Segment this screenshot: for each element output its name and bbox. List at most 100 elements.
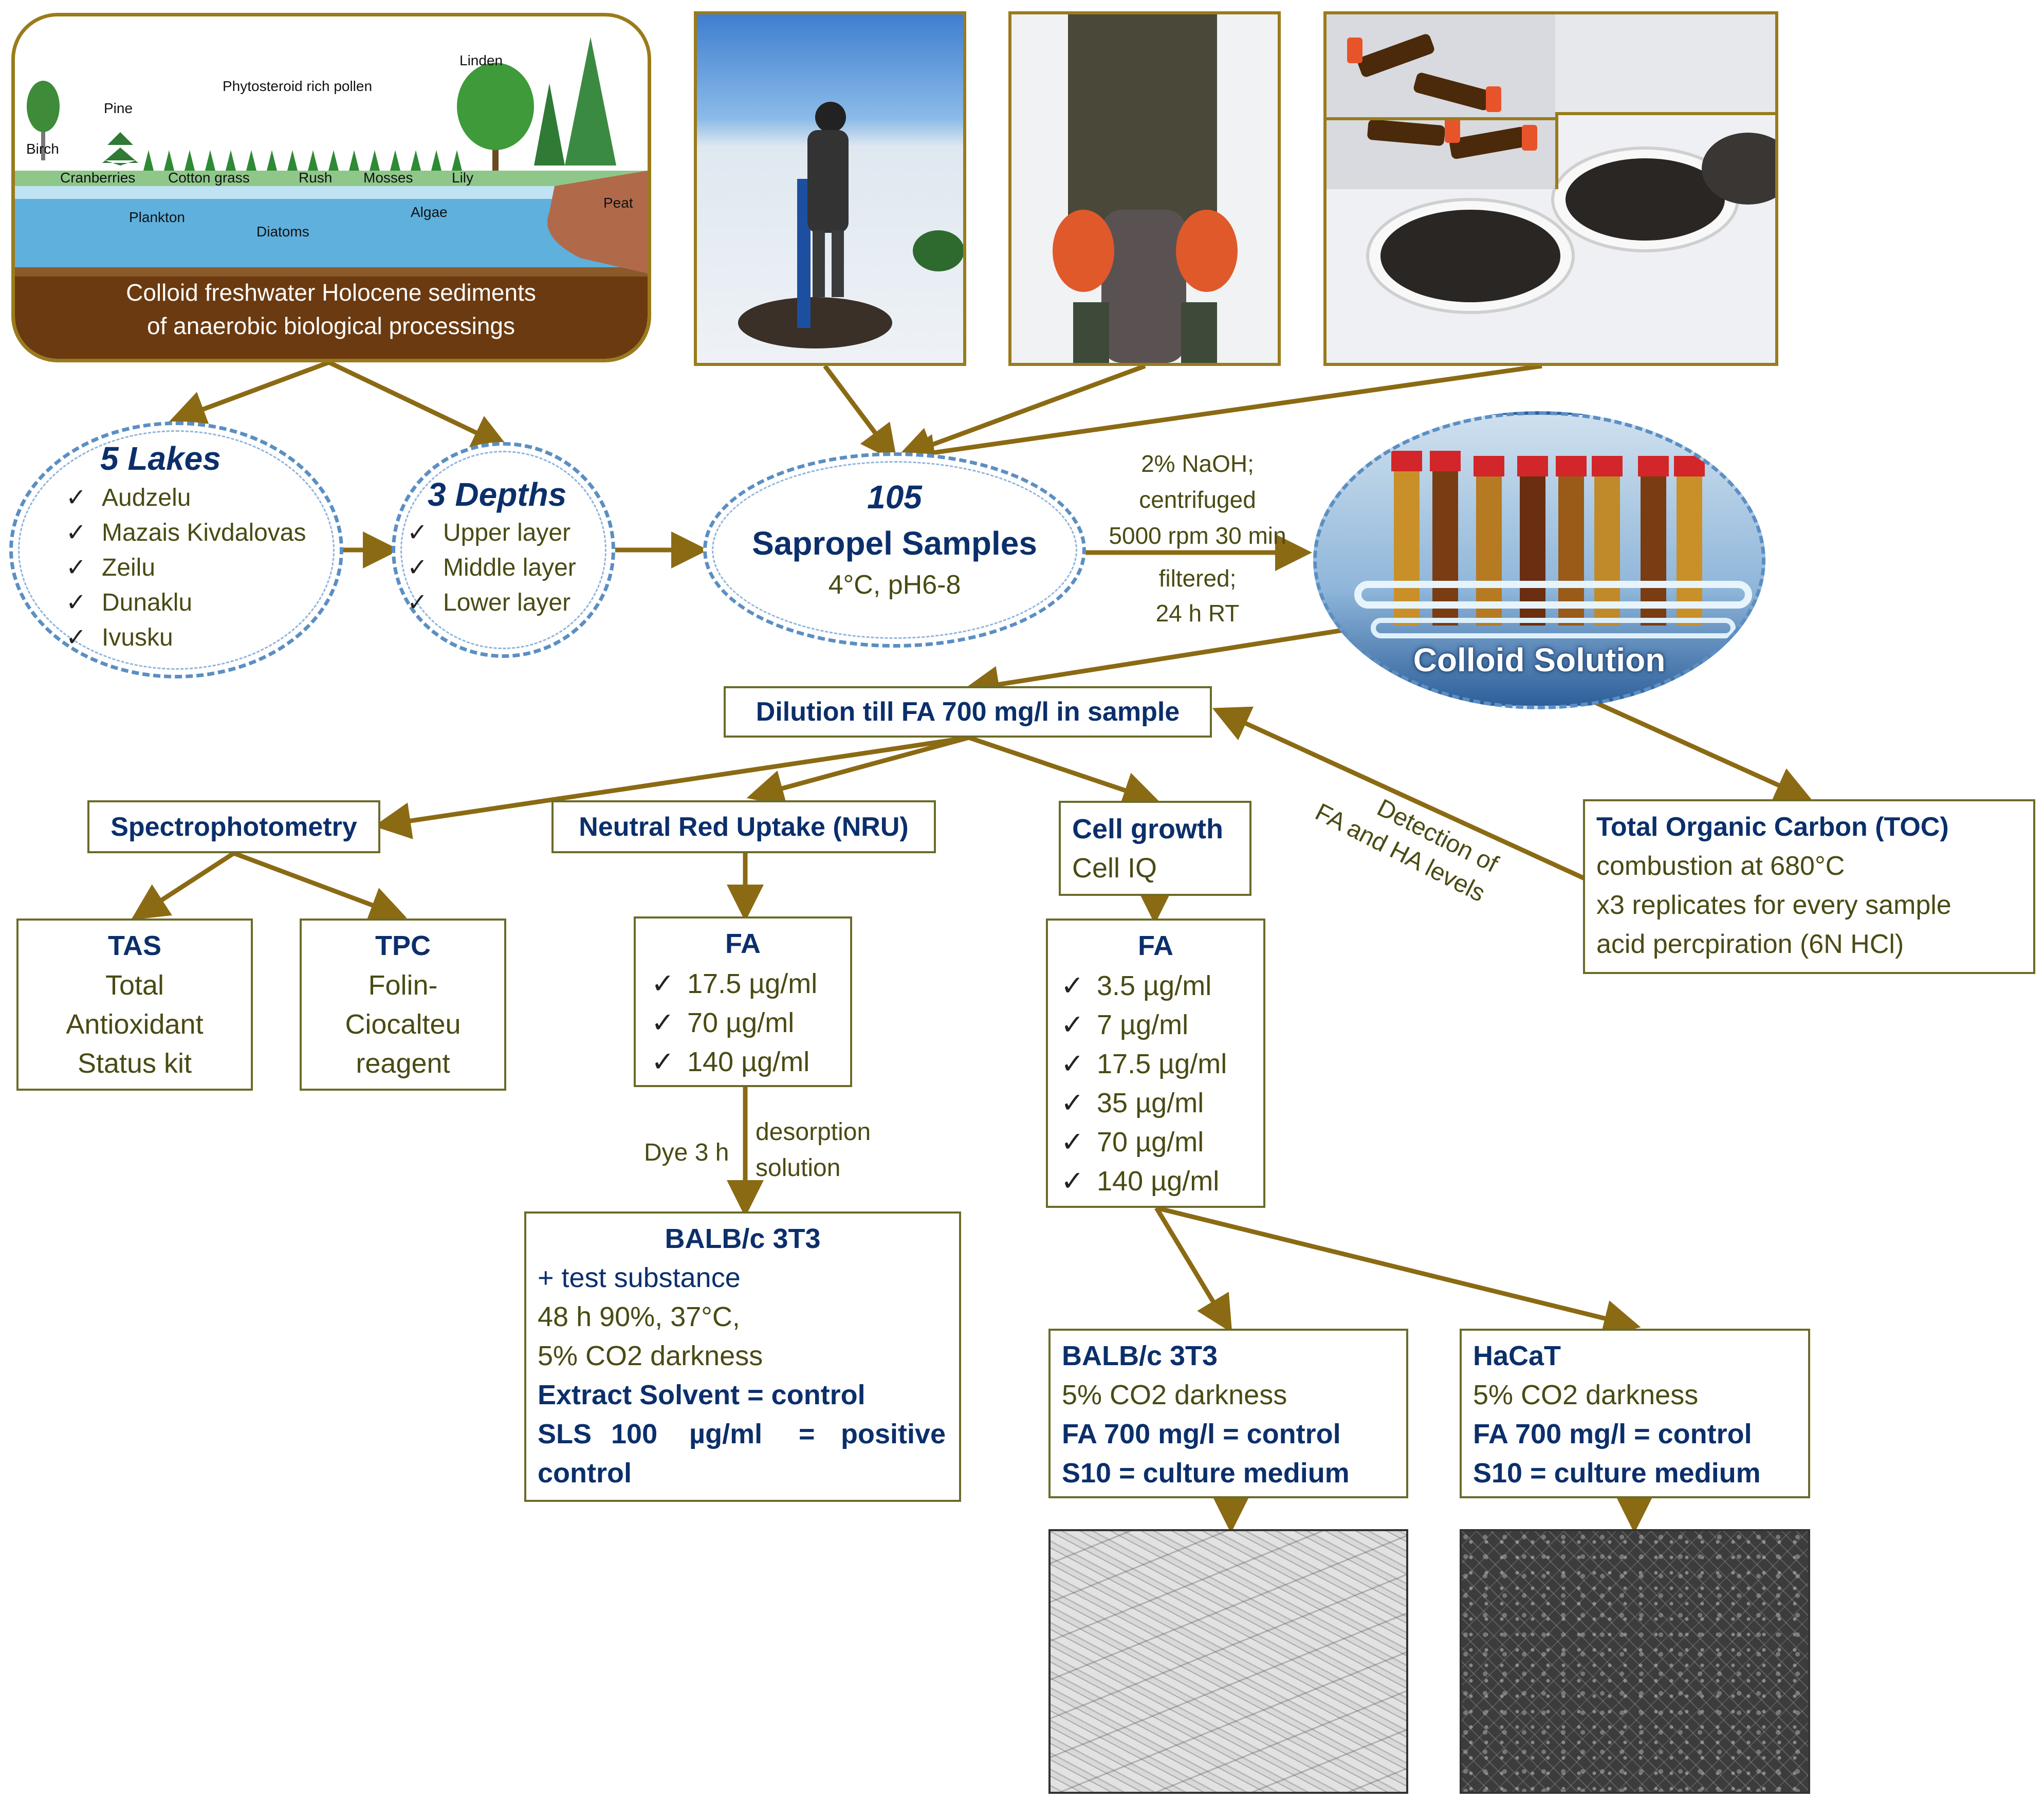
label-peat: Peat	[603, 195, 633, 211]
lake-ecosystem-panel: Phytosteroid rich pollen Linden Pine Bir…	[11, 13, 651, 362]
label-mosses: Mosses	[363, 170, 413, 186]
photo-ice-drilling	[694, 11, 966, 366]
process-centrifuged: centrifuged	[1139, 486, 1256, 513]
label-phytosteroid-pollen: Phytosteroid rich pollen	[223, 78, 373, 94]
balb2-line3: S10 = culture medium	[1062, 1458, 1350, 1489]
cg-fa-item: 17.5 µg/ml	[1061, 1048, 1227, 1080]
process-filtered: filtered;	[1158, 565, 1237, 592]
arrow-scene-to-depths	[328, 360, 510, 450]
arrow-colloid-to-toc	[1592, 699, 1813, 802]
arrow-dilution-to-cellgrowth	[968, 735, 1161, 808]
depths-title: 3 Depths	[428, 476, 567, 513]
spectrophotometry-box: Spectrophotometry	[87, 800, 380, 853]
pine-tree-icon	[102, 132, 138, 166]
process-rpm: 5000 rpm 30 min	[1109, 522, 1286, 549]
arrow-dilution-to-spectro	[374, 735, 969, 839]
tpc-line: reagent	[356, 1048, 450, 1079]
cellgrowth-subtitle: Cell IQ	[1072, 853, 1157, 884]
hacat-micrograph	[1460, 1529, 1810, 1794]
balb1-line5c: µg/ml	[689, 1419, 763, 1449]
hacat-line3: S10 = culture medium	[1473, 1458, 1761, 1489]
tas-title: TAS	[108, 930, 161, 961]
balb2-box: BALB/c 3T3 5% CO2 darkness FA 700 mg/l =…	[1048, 1329, 1408, 1498]
spruce-tree-icon	[565, 37, 616, 166]
hacat-box: HaCaT 5% CO2 darkness FA 700 mg/l = cont…	[1460, 1329, 1810, 1498]
lake-item: Ivusku	[66, 623, 173, 652]
lake-item: Zeilu	[66, 553, 155, 582]
balb1-line5a: SLS	[538, 1419, 592, 1449]
tas-line: Total	[105, 970, 164, 1001]
arrow-cgfa-to-hacat	[1155, 1205, 1641, 1337]
label-cotton-grass: Cotton grass	[168, 170, 250, 186]
hacat-line2: FA 700 mg/l = control	[1473, 1419, 1752, 1449]
samples-ellipse	[703, 452, 1086, 648]
hacat-title: HaCaT	[1473, 1340, 1561, 1371]
cellgrowth-box: Cell growth Cell IQ	[1059, 801, 1251, 896]
label-birch: Birch	[26, 141, 59, 157]
cg-fa-item: 35 µg/ml	[1061, 1087, 1204, 1119]
tube-rack-illustration	[1354, 451, 1752, 638]
depth-item: Upper layer	[407, 518, 570, 547]
grass-row-icon	[143, 150, 462, 171]
tas-line: Antioxidant	[66, 1009, 204, 1040]
tpc-box: TPC Folin- Ciocalteu reagent	[300, 919, 506, 1091]
cg-fa-item: 7 µg/ml	[1061, 1008, 1188, 1041]
label-lily: Lily	[452, 170, 474, 186]
arrow-photo1-to-samples	[823, 364, 897, 463]
nru-fa-title: FA	[725, 928, 761, 959]
balb1-line3: 5% CO2 darkness	[538, 1340, 763, 1371]
toc-line: combustion at 680°C	[1596, 851, 1845, 881]
cg-fa-item: 140 µg/ml	[1061, 1165, 1219, 1197]
balb2-line2: FA 700 mg/l = control	[1062, 1419, 1341, 1449]
samples-number: 105	[867, 479, 922, 516]
depth-item: Middle layer	[407, 553, 576, 582]
label-algae: Algae	[411, 204, 448, 220]
nru-label: Neutral Red Uptake (NRU)	[579, 812, 909, 842]
toc-line: x3 replicates for every sample	[1596, 890, 1951, 920]
arrow-spectro-to-tas	[131, 851, 235, 920]
dilution-box: Dilution till FA 700 mg/l in sample	[724, 686, 1212, 738]
tubes-and-buckets-illustration	[1327, 14, 1775, 363]
toc-line: acid percpiration (6N HCl)	[1596, 929, 1904, 959]
balb1-line4: Extract Solvent = control	[538, 1380, 866, 1410]
arrow-dilution-to-nru	[746, 735, 970, 806]
cg-fa-title: FA	[1137, 930, 1173, 961]
lakes-title: 5 Lakes	[100, 440, 221, 477]
cellgrowth-title: Cell growth	[1072, 814, 1223, 844]
colloid-solution-photo: Colloid Solution	[1313, 411, 1765, 709]
tas-box: TAS Total Antioxidant Status kit	[16, 919, 253, 1091]
label-linden: Linden	[459, 52, 503, 68]
tas-line: Status kit	[77, 1048, 192, 1079]
balb1-line1: + test substance	[538, 1262, 741, 1293]
balb1-title: BALB/c 3T3	[665, 1223, 821, 1254]
balb1-line6: control	[538, 1458, 632, 1489]
tpc-line: Ciocalteu	[345, 1009, 461, 1040]
toc-title: Total Organic Carbon (TOC)	[1596, 812, 1949, 842]
label-diatoms: Diatoms	[256, 224, 309, 240]
hacat-line1: 5% CO2 darkness	[1473, 1380, 1699, 1410]
balb1-line5b: 100	[611, 1419, 658, 1449]
process-naoh: 2% NaOH;	[1141, 450, 1254, 477]
nru-step-solution: solution	[756, 1154, 841, 1182]
nru-box: Neutral Red Uptake (NRU)	[551, 800, 936, 853]
lake-item: Mazais Kivdalovas	[66, 518, 306, 547]
depths-ellipse	[392, 442, 615, 658]
label-plankton: Plankton	[129, 209, 185, 225]
photo-sediment-core	[1008, 11, 1281, 366]
nru-fa-item: 70 µg/ml	[651, 1006, 794, 1039]
nru-fa-item: 17.5 µg/ml	[651, 967, 817, 1000]
tpc-title: TPC	[375, 930, 431, 961]
arrow-cgfa-to-balb2	[1154, 1206, 1232, 1333]
nru-step-desorption: desorption	[756, 1118, 871, 1146]
sediment-caption-line2: of anaerobic biological processings	[147, 313, 515, 339]
hands-with-core-illustration	[1053, 14, 1238, 363]
nru-fa-box: FA 17.5 µg/ml 70 µg/ml 140 µg/ml	[634, 916, 852, 1087]
samples-title: Sapropel Samples	[752, 525, 1037, 562]
nru-step-dye: Dye 3 h	[644, 1139, 729, 1166]
balb1-line2: 48 h 90%, 37°C,	[538, 1301, 740, 1332]
arrow-spectro-to-tpc	[233, 851, 407, 923]
lake-item: Audzelu	[66, 483, 191, 512]
balb1-line5e: positive	[841, 1419, 946, 1449]
cg-fa-box: FA 3.5 µg/ml 7 µg/ml 17.5 µg/ml 35 µg/ml…	[1046, 919, 1265, 1208]
